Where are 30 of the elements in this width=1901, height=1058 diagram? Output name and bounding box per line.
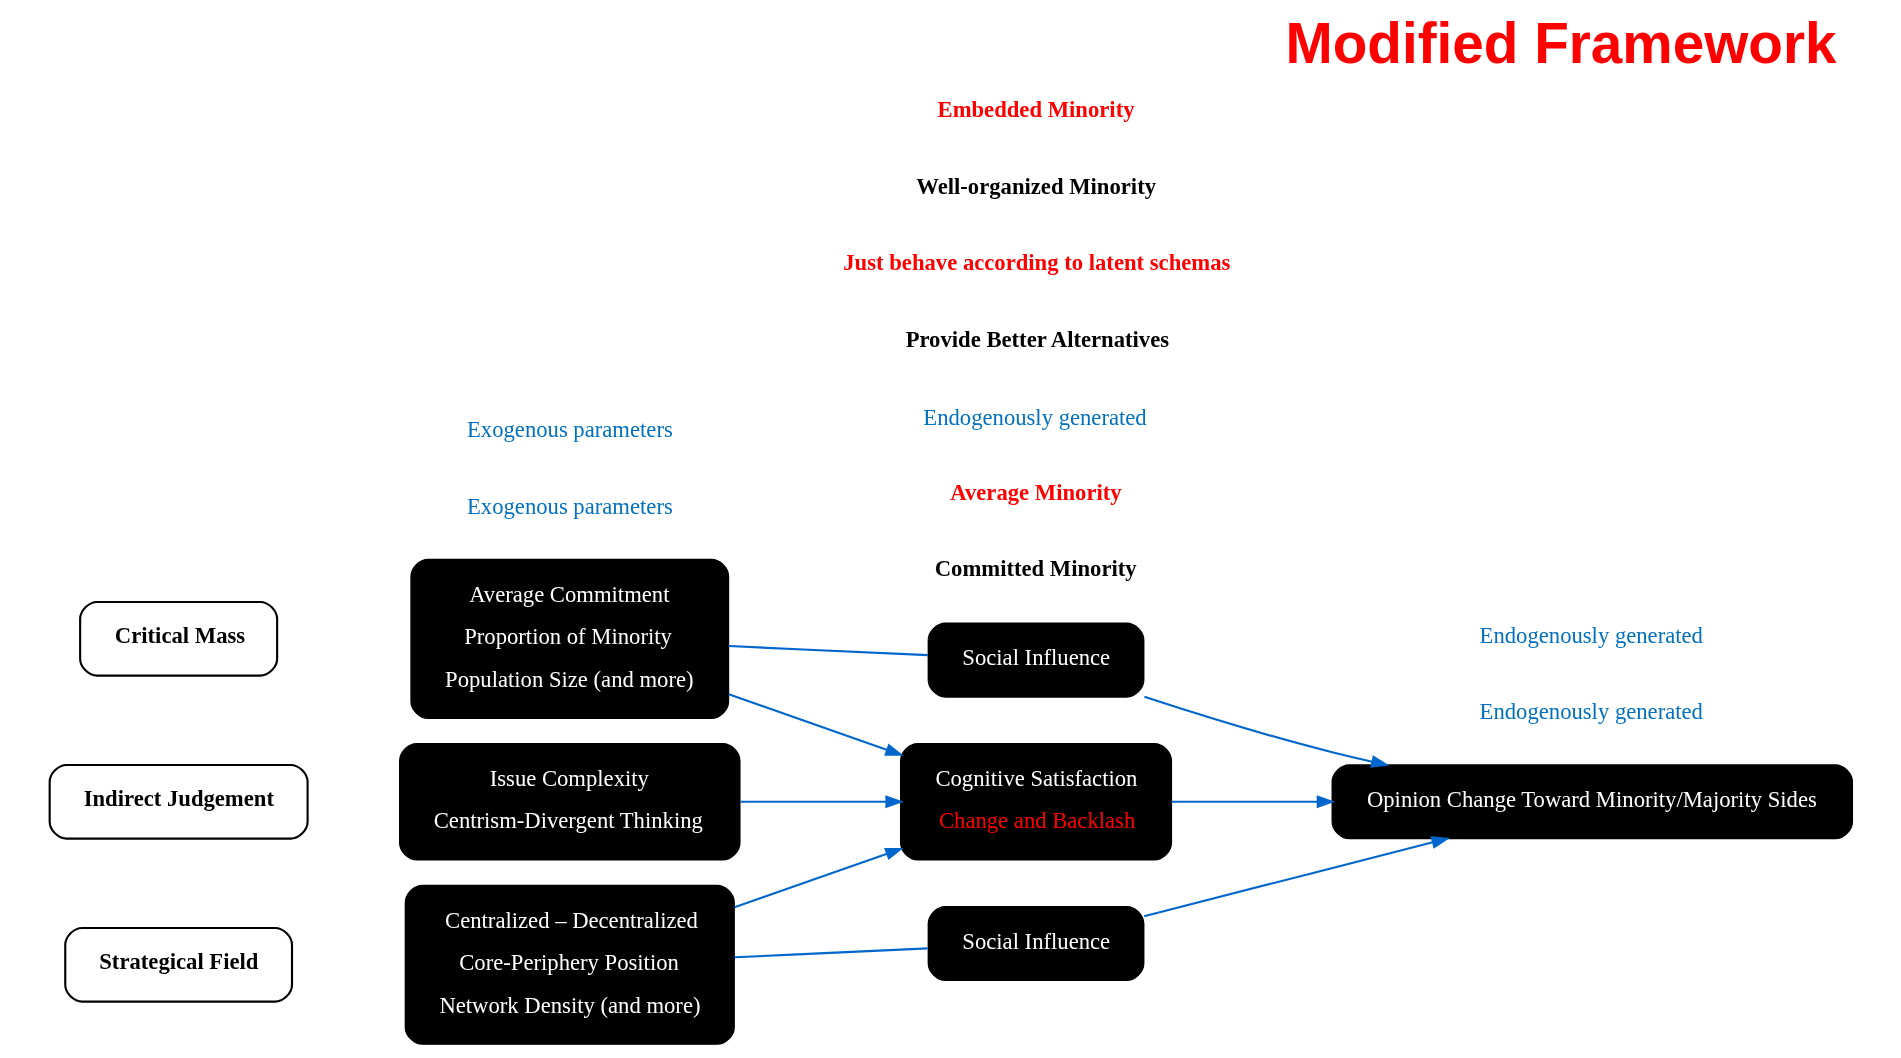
arrow bbox=[1143, 836, 1450, 918]
label: Committed Minority bbox=[934, 556, 1137, 582]
label: Endogenously generated bbox=[1479, 699, 1703, 725]
label: Provide Better Alternatives bbox=[905, 326, 1169, 352]
node-box: Average Commitment Proportion of Minority Population Size (and more) bbox=[409, 558, 729, 719]
label: Exogenous parameters bbox=[466, 493, 673, 519]
arrow bbox=[733, 847, 904, 909]
arrow bbox=[727, 693, 904, 756]
node-box: Issue Complexity Centrism-Divergent Thinking bbox=[398, 743, 741, 861]
node-box: Indirect Judgement bbox=[48, 763, 309, 840]
diagram-title: Modified Framework bbox=[1284, 12, 1837, 76]
node-box: Cognitive Satisfaction Change and Backlash bbox=[899, 743, 1172, 861]
label: Embedded Minority bbox=[937, 97, 1135, 123]
label: Endogenously generated bbox=[1479, 622, 1703, 648]
arrow bbox=[739, 795, 904, 809]
node-box: Strategical Field bbox=[63, 926, 293, 1003]
label: Exogenous parameters bbox=[466, 417, 673, 443]
connector bbox=[728, 645, 928, 657]
connector bbox=[734, 947, 928, 959]
node-box: Opinion Change Toward Minority/Majority Sides bbox=[1331, 764, 1853, 840]
arrow bbox=[1143, 695, 1389, 768]
label: Well-organized Minority bbox=[915, 173, 1156, 199]
node-box: Social Influence bbox=[927, 905, 1144, 982]
arrow bbox=[1170, 795, 1335, 809]
node-box: Centralized – Decentralized Core-Periphery Position Network Density (and more) bbox=[404, 884, 735, 1045]
label: Just behave according to latent schemas bbox=[842, 250, 1230, 276]
label: Average Minority bbox=[949, 479, 1122, 505]
node-box: Critical Mass bbox=[78, 600, 278, 677]
label: Endogenously generated bbox=[922, 404, 1147, 430]
node-box: Social Influence bbox=[927, 622, 1144, 698]
